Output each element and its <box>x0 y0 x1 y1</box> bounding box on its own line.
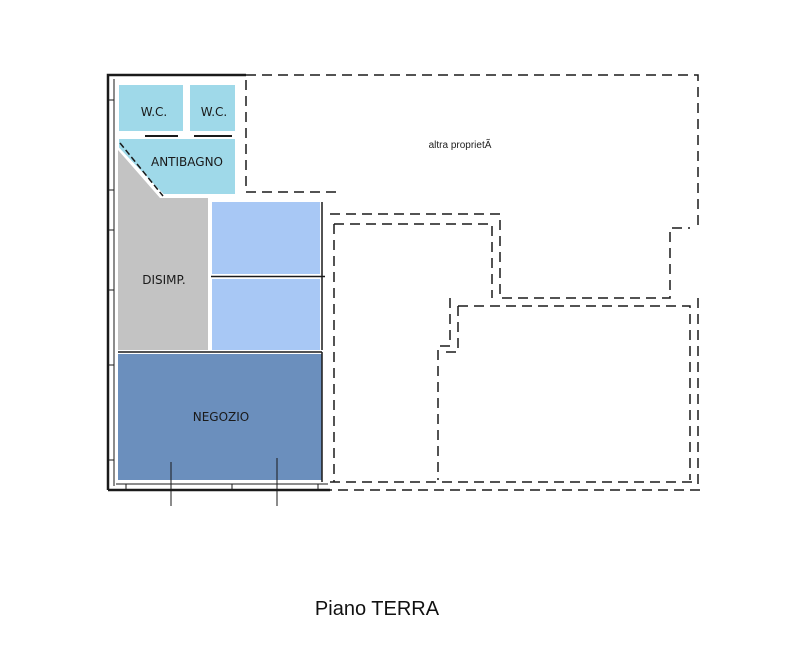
bathroom-zone: W.C. W.C. ANTIBAGNO <box>117 83 237 197</box>
label-wc-2: W.C. <box>201 105 228 119</box>
antibagno-door <box>119 142 164 197</box>
unit-walls <box>106 73 330 492</box>
room-storage-lower <box>212 279 320 350</box>
label-negozio: NEGOZIO <box>193 410 250 424</box>
storage-zone <box>211 202 325 350</box>
room-wc-2 <box>188 83 237 133</box>
label-other-property: altra proprietÃ <box>429 138 492 151</box>
window-marks <box>108 99 319 490</box>
label-antibagno: ANTIBAGNO <box>151 155 223 169</box>
room-antibagno <box>117 137 237 196</box>
room-negozio <box>118 354 322 480</box>
other-property-outline <box>245 74 703 491</box>
label-disimp: DISIMP. <box>142 273 185 287</box>
corridor-zone: DISIMP. <box>118 150 208 350</box>
plan-caption: Piano TERRA <box>314 598 440 620</box>
room-storage-upper <box>212 202 320 274</box>
label-wc-1: W.C. <box>141 105 168 119</box>
room-disimp <box>118 150 208 350</box>
shop-zone: NEGOZIO <box>118 351 323 506</box>
